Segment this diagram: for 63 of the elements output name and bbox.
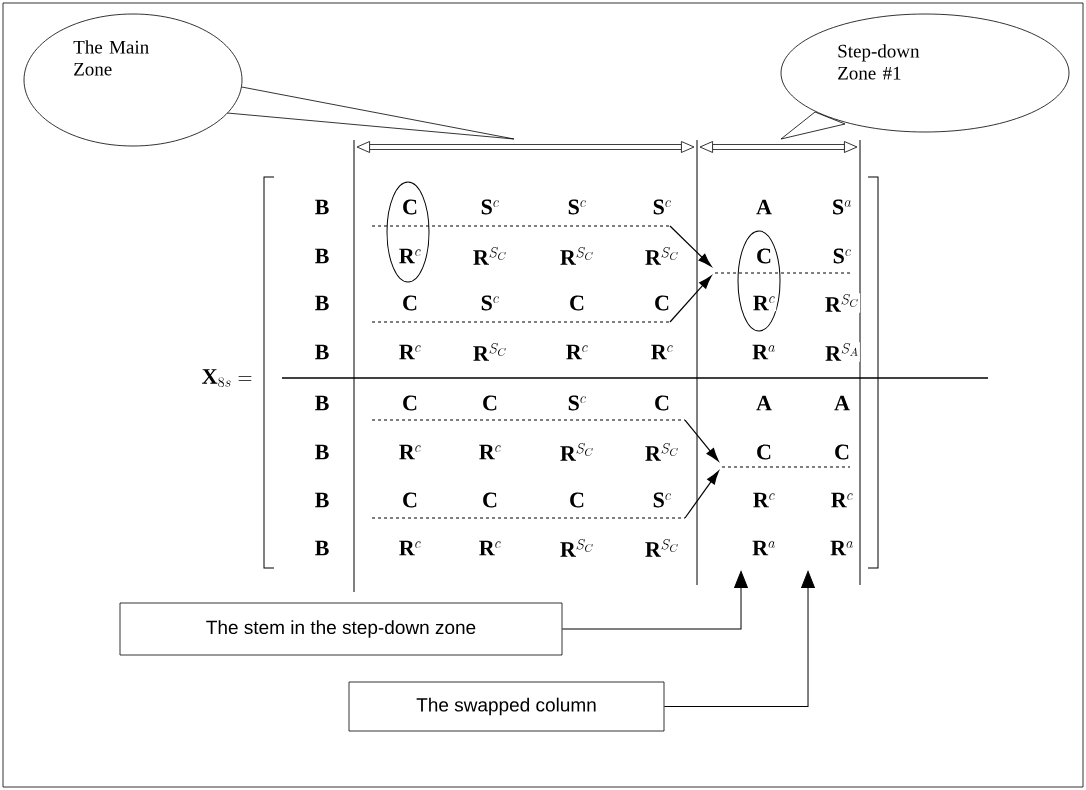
matrix-entry: $\mathbf{C}$ <box>401 198 419 216</box>
matrix-entry: $\mathbf{C}$ <box>653 394 671 412</box>
matrix-entry: $\mathbf{R}^{S_C}$ <box>558 246 596 266</box>
matrix-entry: $\mathbf{A}$ <box>755 198 773 216</box>
matrix-entry: $\mathbf{B}$ <box>313 394 331 412</box>
matrix-entry: $\mathbf{B}$ <box>313 198 331 216</box>
matrix-entry: $\mathbf{R}^{c}$ <box>397 443 423 461</box>
matrix-entry: $\mathbf{R}^{S_A}$ <box>824 342 860 362</box>
matrix-entry: $\mathbf{R}^{c}$ <box>751 294 777 312</box>
matrix-entry: $\mathbf{C}$ <box>755 443 773 461</box>
matrix-entry: $\mathbf{R}^{S_C}$ <box>643 538 681 558</box>
matrix-entry: $\mathbf{R}^{c}$ <box>751 491 777 509</box>
matrix-entry: $\mathbf{R}^{S_C}$ <box>471 342 509 362</box>
matrix-entry: $\mathbf{B}$ <box>313 443 331 461</box>
matrix-entry: $\mathbf{R}^{c}$ <box>477 539 503 557</box>
matrix-entry: $\mathbf{R}^{c}$ <box>649 343 675 361</box>
matrix-entry: $\mathbf{A}$ <box>833 394 851 412</box>
matrix-entry: $\mathbf{C}$ <box>481 491 499 509</box>
matrix-entry: $\mathbf{R}^{c}$ <box>397 539 423 557</box>
matrix-entry: $\mathbf{R}^{S_C}$ <box>471 246 509 266</box>
matrix-entry: $\mathbf{R}^{a}$ <box>751 539 777 557</box>
matrix-entry: $\mathbf{S}^{c}$ <box>651 198 673 216</box>
matrix-entry: $\mathbf{R}^{c}$ <box>829 491 855 509</box>
matrix-entry: $\mathbf{S}^{c}$ <box>479 198 501 216</box>
matrix-entry: $\mathbf{R}^{S_C}$ <box>643 246 681 266</box>
callout-bubble: Step-down Zone #1 <box>780 13 1070 140</box>
matrix-entry: $\mathbf{C}$ <box>568 491 586 509</box>
matrix-entry: $\mathbf{R}^{S_C}$ <box>643 442 681 462</box>
matrix-entry: $\mathbf{B}$ <box>313 491 331 509</box>
matrix-entry: $\mathbf{R}^{S_C}$ <box>558 538 596 558</box>
matrix-entry: $\mathbf{C}$ <box>401 394 419 412</box>
matrix-entry: $\mathbf{C}$ <box>653 294 671 312</box>
matrix-entry: $\mathbf{R}^{c}$ <box>477 443 503 461</box>
leader-arrow <box>561 570 748 630</box>
matrix-entry: $\mathbf{C}$ <box>833 443 851 461</box>
matrix-entry: $\mathbf{B}$ <box>313 539 331 557</box>
matrix-entry: $\mathbf{C}$ <box>755 247 773 265</box>
matrix-entry: $\mathbf{S}^{c}$ <box>566 198 588 216</box>
matrix-entry: $\mathbf{S}^{c}$ <box>566 394 588 412</box>
matrix-entry: $\mathbf{B}$ <box>313 294 331 312</box>
matrix-entry: $\mathbf{S}^{c}$ <box>479 294 501 312</box>
matrix-entry: $\mathbf{C}$ <box>568 294 586 312</box>
matrix-entry: $\mathbf{B}$ <box>313 247 331 265</box>
matrix-entry: $\mathbf{B}$ <box>313 343 331 361</box>
matrix-label: $\mathbf{X}_{8s} =$ <box>202 369 252 388</box>
label-box: The stem in the step-down zone <box>119 602 563 656</box>
matrix-entry: $\mathbf{R}^{S_C}$ <box>558 442 596 462</box>
callout-bubble: The Main Zone <box>23 13 515 147</box>
leader-arrow <box>663 570 815 707</box>
matrix-entry: $\mathbf{R}^{c}$ <box>397 343 423 361</box>
matrix-entry: $\mathbf{A}$ <box>755 394 773 412</box>
matrix-entry: $\mathbf{S}^{c}$ <box>651 491 673 509</box>
label-box: The swapped column <box>348 681 665 732</box>
matrix-entry: $\mathbf{R}^{a}$ <box>829 539 855 557</box>
matrix-entry: $\mathbf{R}^{S_C}$ <box>823 293 861 313</box>
matrix-entry: $\mathbf{R}^{c}$ <box>397 247 423 265</box>
matrix-entry: $\mathbf{R}^{c}$ <box>564 343 590 361</box>
matrix-entry: $\mathbf{S}^{a}$ <box>830 198 854 216</box>
matrix-entry: $\mathbf{S}^{c}$ <box>831 247 853 265</box>
matrix-entry: $\mathbf{R}^{a}$ <box>751 343 777 361</box>
matrix-entry: $\mathbf{C}$ <box>481 394 499 412</box>
matrix-entry: $\mathbf{C}$ <box>401 491 419 509</box>
matrix-entry: $\mathbf{C}$ <box>401 294 419 312</box>
